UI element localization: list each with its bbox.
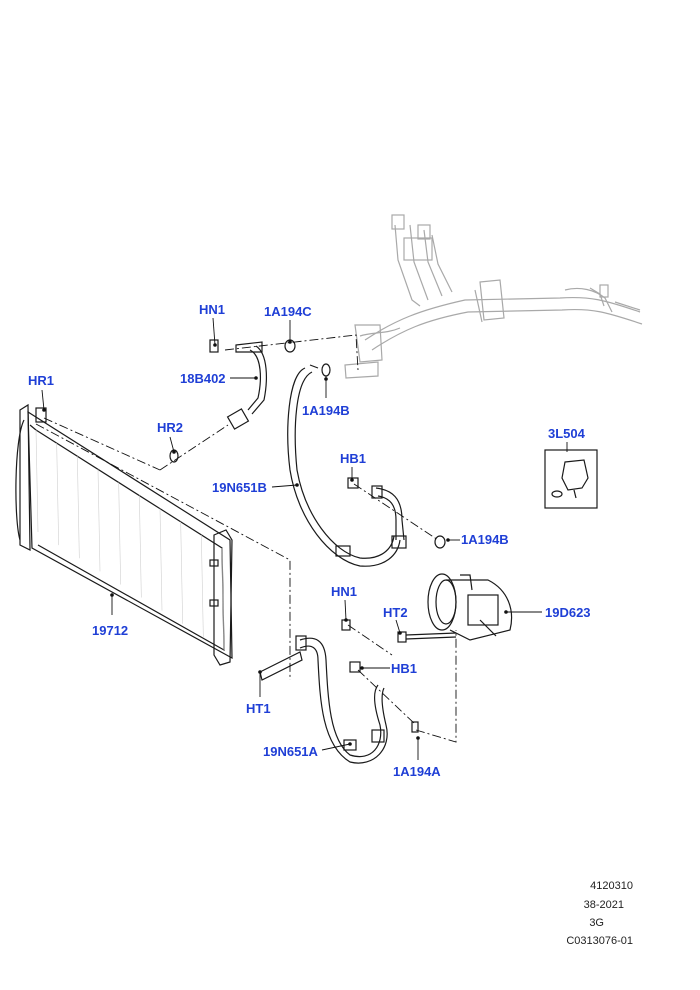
callout-19d623[interactable]: 19D623	[545, 605, 591, 620]
condenser-fin	[56, 443, 59, 546]
leader-lines	[41, 317, 568, 760]
callout-labels: HN1 1A194C HR1 18B402 1A194B HR2 3L504 H…	[28, 302, 591, 779]
callout-18b402[interactable]: 18B402	[180, 371, 226, 386]
condenser-fin	[159, 508, 163, 611]
callout-ht2[interactable]: HT2	[383, 605, 408, 620]
condenser-fin	[201, 534, 204, 637]
condenser-19712[interactable]	[15, 403, 233, 666]
callout-hb1-bottom[interactable]: HB1	[391, 661, 417, 676]
sensor-3l504[interactable]	[544, 449, 598, 509]
ref-line-3: 3G	[589, 917, 604, 929]
callout-hr2[interactable]: HR2	[157, 420, 183, 435]
condenser-fin	[77, 456, 80, 559]
condenser-fin	[221, 547, 225, 651]
condenser-fin	[35, 429, 39, 533]
ref-line-2: 38-2021	[584, 899, 624, 911]
callout-hr1[interactable]: HR1	[28, 373, 54, 388]
hose-19n651a[interactable]	[259, 635, 388, 764]
leader-dots	[42, 340, 508, 746]
ref-line-1: 4120310	[590, 880, 633, 892]
ref-line-4: C0313076-01	[566, 935, 633, 947]
callout-hn1-top[interactable]: HN1	[199, 302, 225, 317]
assembly-lines	[35, 334, 457, 743]
callout-3l504[interactable]: 3L504	[548, 426, 586, 441]
callout-19n651a[interactable]: 19N651A	[263, 744, 319, 759]
callout-hb1-top[interactable]: HB1	[340, 451, 366, 466]
callout-1a194b-right[interactable]: 1A194B	[461, 532, 509, 547]
condenser-fin	[139, 495, 142, 598]
condenser-fin	[97, 469, 101, 572]
callout-1a194c[interactable]: 1A194C	[264, 304, 312, 319]
condenser-fin	[118, 482, 121, 585]
context-pipework	[344, 214, 643, 379]
condenser-fin	[180, 521, 183, 624]
callout-1a194b-top[interactable]: 1A194B	[302, 403, 350, 418]
reference-block: 4120310 38-2021 3G C0313076-01	[566, 880, 633, 947]
callout-19n651b[interactable]: 19N651B	[212, 480, 267, 495]
bolt-ht2[interactable]	[397, 631, 457, 643]
hose-18b402[interactable]	[226, 341, 267, 430]
callout-ht1[interactable]: HT1	[246, 701, 271, 716]
compressor-19d623[interactable]	[427, 573, 513, 641]
hose-19n651b[interactable]	[287, 364, 407, 567]
callout-19712[interactable]: 19712	[92, 623, 128, 638]
callout-1a194a[interactable]: 1A194A	[393, 764, 441, 779]
callout-hn1-bottom[interactable]: HN1	[331, 584, 357, 599]
